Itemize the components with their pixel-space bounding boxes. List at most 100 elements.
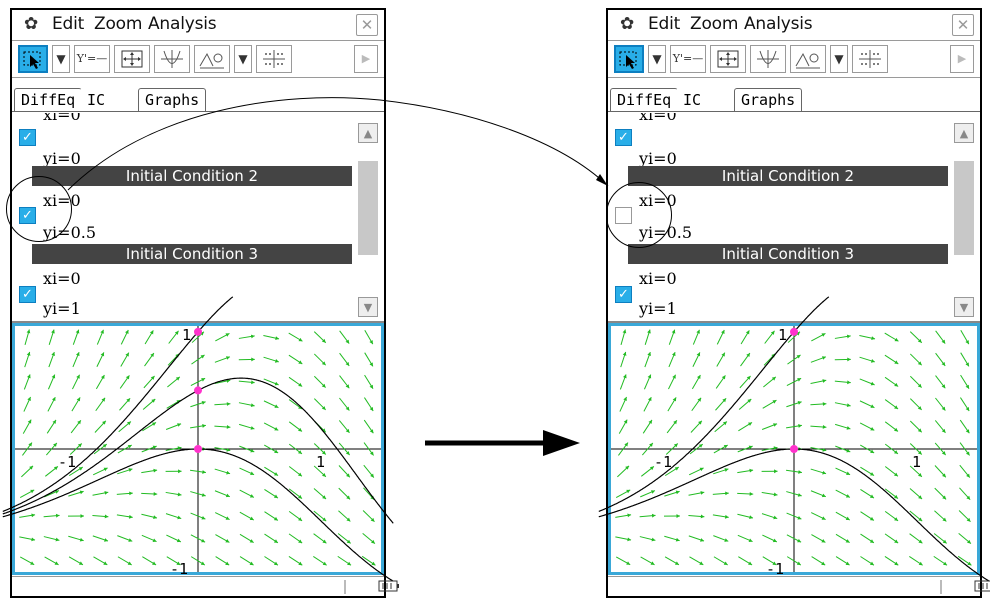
- close-icon[interactable]: ✕: [952, 14, 974, 36]
- tab-divider: [12, 111, 384, 112]
- ic3-xi[interactable]: xi=0: [639, 269, 677, 288]
- initial-condition-point[interactable]: [194, 386, 202, 395]
- ic3-yi[interactable]: yi=1: [639, 299, 677, 318]
- slope-arrow: [117, 444, 132, 454]
- grid-icon[interactable]: [852, 45, 888, 73]
- slope-arrow: [666, 419, 678, 434]
- slope-arrow: [214, 356, 231, 363]
- close-icon[interactable]: ✕: [356, 14, 378, 36]
- slope-arrow: [810, 356, 827, 363]
- slope-arrow: [958, 532, 972, 544]
- scrollbar-thumb[interactable]: [954, 161, 974, 255]
- slope-arrow: [737, 534, 753, 543]
- slope-arrow: [909, 375, 923, 388]
- solution-curve: [2, 296, 234, 512]
- slope-arrow: [761, 513, 778, 520]
- slope-arrow: [712, 514, 729, 519]
- ic1-xi[interactable]: xi=0: [43, 113, 81, 124]
- slope-arrow: [313, 488, 327, 500]
- scrollbar-thumb[interactable]: [358, 161, 378, 255]
- slope-arrow: [19, 556, 35, 566]
- y-prime-icon[interactable]: Y'=—: [74, 45, 110, 73]
- slope-arrow: [165, 423, 182, 430]
- menu-analysis[interactable]: Analysis: [744, 14, 813, 34]
- scroll-up-icon[interactable]: ▲: [358, 123, 378, 143]
- initial-condition-point[interactable]: [194, 445, 202, 453]
- tab-graphs[interactable]: Graphs: [138, 88, 207, 111]
- slope-arrow: [44, 490, 60, 498]
- ic3-xi[interactable]: xi=0: [43, 269, 81, 288]
- slope-arrow: [715, 375, 726, 389]
- tab-diffeq[interactable]: DiffEq: [610, 88, 679, 111]
- ic1-checkbox[interactable]: ✓: [615, 129, 632, 146]
- slope-arrow: [810, 512, 826, 521]
- tab-graphs[interactable]: Graphs: [734, 88, 803, 111]
- ic1-yi[interactable]: yi=0: [43, 149, 81, 168]
- highlight-circle-right: [606, 182, 672, 248]
- slope-arrow: [288, 488, 303, 499]
- menu-edit[interactable]: Edit: [648, 14, 681, 34]
- gear-icon[interactable]: ✿: [620, 14, 635, 34]
- menu-analysis[interactable]: Analysis: [148, 14, 217, 34]
- slope-arrow: [21, 465, 34, 478]
- view-window-icon[interactable]: [114, 45, 150, 73]
- tab-diffeq[interactable]: DiffEq: [14, 88, 83, 111]
- initial-condition-point[interactable]: [790, 327, 798, 336]
- slope-arrow: [810, 379, 827, 385]
- slope-arrow: [663, 514, 681, 518]
- menu-zoom[interactable]: Zoom: [94, 14, 143, 34]
- slope-arrow: [668, 329, 676, 345]
- tab-ic[interactable]: IC: [80, 88, 113, 111]
- slope-arrow: [264, 511, 279, 521]
- slope-arrow: [165, 446, 182, 451]
- slope-arrow: [24, 351, 31, 368]
- slope-arrow: [859, 356, 875, 363]
- trace-icon[interactable]: [194, 45, 230, 73]
- initial-condition-point[interactable]: [790, 445, 798, 453]
- slope-arrow: [94, 420, 107, 433]
- slope-arrow: [835, 467, 851, 476]
- slope-arrow: [884, 443, 899, 455]
- graph-icon[interactable]: [154, 45, 190, 73]
- ic1-checkbox[interactable]: ✓: [19, 129, 36, 146]
- select-arrow-icon[interactable]: [18, 45, 48, 73]
- view-window-icon[interactable]: [710, 45, 746, 73]
- slope-arrow: [95, 374, 105, 390]
- scroll-down-icon[interactable]: ▼: [358, 297, 378, 317]
- y-prime-icon[interactable]: Y'=—: [670, 45, 706, 73]
- scroll-up-icon[interactable]: ▲: [954, 123, 974, 143]
- tab-ic[interactable]: IC: [676, 88, 709, 111]
- dropdown-arrow-icon[interactable]: ▼: [234, 45, 252, 73]
- slope-arrow: [934, 442, 947, 456]
- dropdown-arrow-icon[interactable]: ▼: [52, 45, 70, 73]
- more-arrow-icon[interactable]: ▶: [354, 45, 378, 73]
- slope-arrow: [190, 534, 206, 543]
- ic3-checkbox[interactable]: ✓: [19, 286, 36, 303]
- gear-icon[interactable]: ✿: [24, 14, 39, 34]
- slope-arrow: [934, 510, 947, 522]
- trace-icon[interactable]: [790, 45, 826, 73]
- ic1-xi[interactable]: xi=0: [639, 113, 677, 124]
- slope-arrow: [239, 511, 254, 521]
- more-arrow-icon[interactable]: ▶: [950, 45, 974, 73]
- dropdown-arrow-icon[interactable]: ▼: [648, 45, 666, 73]
- ic1-yi[interactable]: yi=0: [639, 149, 677, 168]
- slope-arrow: [141, 513, 158, 520]
- slope-arrow: [909, 533, 923, 544]
- graph-icon[interactable]: [750, 45, 786, 73]
- menu-zoom[interactable]: Zoom: [690, 14, 739, 34]
- slope-arrow: [884, 510, 899, 522]
- grid-icon[interactable]: [256, 45, 292, 73]
- dropdown-arrow-icon[interactable]: ▼: [830, 45, 848, 73]
- select-arrow-icon[interactable]: [614, 45, 644, 73]
- menu-edit[interactable]: Edit: [52, 14, 85, 34]
- ic3-yi[interactable]: yi=1: [43, 299, 81, 318]
- slope-arrow: [68, 556, 84, 566]
- initial-condition-point[interactable]: [194, 327, 202, 336]
- ic3-checkbox[interactable]: ✓: [615, 286, 632, 303]
- scroll-down-icon[interactable]: ▼: [954, 297, 974, 317]
- slope-arrow: [615, 536, 632, 542]
